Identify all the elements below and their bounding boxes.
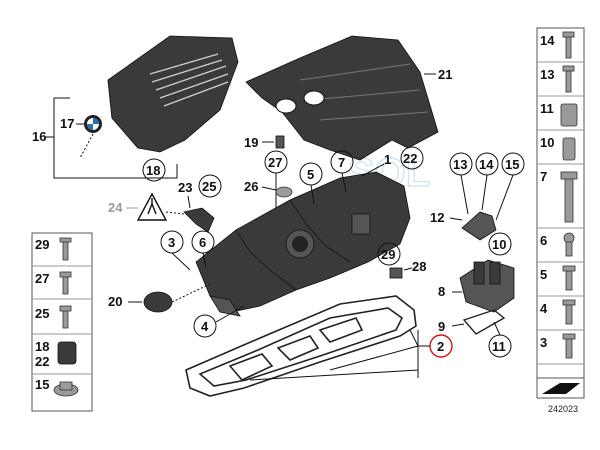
callout-20: 20 — [108, 294, 122, 309]
right-label-14: 14 — [540, 33, 555, 48]
right-label-13: 13 — [540, 67, 554, 82]
valve-12 — [461, 211, 497, 241]
callout-16: 16 — [32, 129, 46, 144]
callout-17: 17 — [60, 116, 74, 131]
left-parts-column: 29 27 25 18 22 15 — [31, 232, 93, 412]
callout-13: 13 — [453, 157, 467, 172]
right-label-3: 3 — [540, 335, 547, 350]
gasket-9 — [462, 309, 506, 335]
callout-12: 12 — [430, 210, 444, 225]
callout-18-circle — [142, 158, 166, 182]
left-label-25: 25 — [35, 306, 49, 321]
seal-26 — [275, 186, 293, 198]
warning-triangle-icon — [136, 192, 168, 221]
right-parts-column: 14 13 11 10 7 6 5 4 3 — [536, 27, 585, 379]
callout-1: 1 — [384, 152, 391, 167]
bmw-logo-icon — [84, 115, 102, 133]
callout-25: 25 — [202, 179, 216, 194]
gasket-2 — [185, 295, 417, 397]
callout-9: 9 — [438, 319, 445, 334]
callout-15: 15 — [505, 157, 519, 172]
callout-29: 29 — [381, 247, 395, 262]
callout-8: 8 — [438, 284, 445, 299]
callout-2: 2 — [437, 339, 444, 354]
callout-4: 4 — [201, 319, 209, 334]
right-label-11: 11 — [540, 101, 554, 116]
callout-23: 23 — [178, 180, 192, 195]
right-label-5: 5 — [540, 267, 547, 282]
left-label-27: 27 — [35, 271, 49, 286]
left-label-22: 22 — [35, 354, 49, 369]
direction-arrow-icon — [536, 377, 585, 399]
left-label-18: 18 — [35, 339, 49, 354]
callout-27: 27 — [268, 155, 282, 170]
callout-7: 7 — [338, 155, 345, 170]
valve-cover — [195, 171, 411, 317]
callout-26: 26 — [244, 179, 258, 194]
callout-24: 24 — [108, 200, 123, 215]
separator-housing-8 — [459, 259, 515, 313]
right-label-7: 7 — [540, 169, 547, 184]
right-label-6: 6 — [540, 233, 547, 248]
right-label-4: 4 — [540, 301, 548, 316]
reference-number: 242023 — [548, 404, 578, 414]
grommet-19 — [275, 135, 285, 149]
clip-28 — [389, 267, 403, 279]
engine-cover — [107, 35, 239, 153]
acoustic-cover — [245, 35, 439, 161]
callout-21: 21 — [438, 67, 452, 82]
callout-10: 10 — [492, 237, 506, 252]
callout-11: 11 — [492, 339, 506, 354]
callout-3: 3 — [168, 235, 175, 250]
right-label-10: 10 — [540, 135, 554, 150]
callout-18: 18 — [146, 163, 160, 178]
left-label-15: 15 — [35, 377, 49, 392]
callout-22: 22 — [403, 151, 417, 166]
callout-19: 19 — [244, 135, 258, 150]
callout-14: 14 — [479, 157, 494, 172]
oil-cap-20 — [143, 291, 173, 313]
hose-23 — [183, 207, 215, 233]
callout-6: 6 — [199, 235, 206, 250]
left-label-29: 29 — [35, 237, 49, 252]
callout-28: 28 — [412, 259, 426, 274]
callout-5: 5 — [307, 167, 314, 182]
